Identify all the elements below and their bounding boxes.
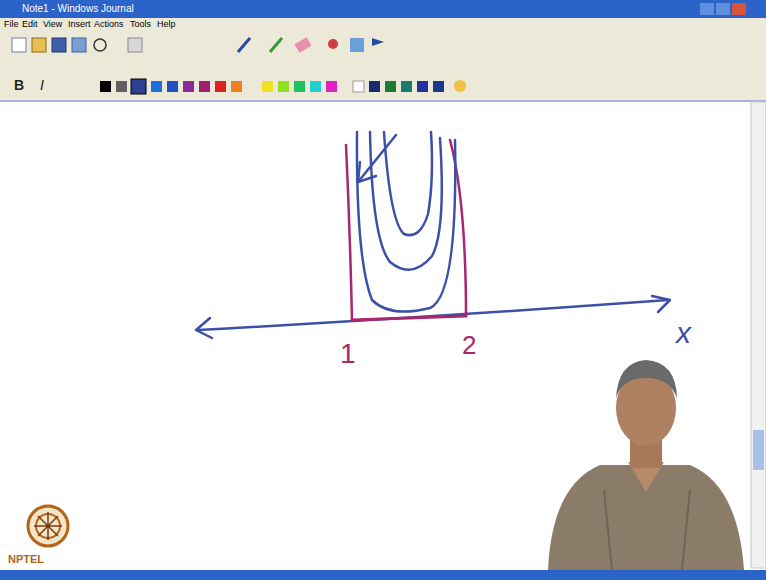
bold-button: B: [14, 78, 24, 92]
menu-item: Tools: [130, 20, 151, 29]
scrollbar: [751, 102, 766, 568]
window-title: Note1 - Windows Journal: [22, 4, 134, 14]
wave-curve: [357, 132, 455, 312]
color-palette: [100, 79, 466, 94]
window-button: [700, 3, 714, 15]
logo-text: NPTEL: [8, 554, 44, 565]
well-drawing: [196, 132, 670, 338]
arrow-head: [652, 296, 670, 312]
logo: [28, 506, 68, 546]
wave-curve: [384, 132, 432, 235]
pointer-arrow: [358, 135, 396, 182]
task-bar: [0, 570, 766, 580]
italic-button: I: [40, 78, 44, 92]
arrow-head: [196, 318, 212, 338]
toolbar: [0, 32, 766, 100]
well-wall: [346, 145, 352, 320]
window-button: [732, 3, 746, 15]
axis-label: x: [676, 318, 691, 348]
menu-bar: [0, 18, 766, 32]
toolbar-icons: [12, 37, 384, 53]
well-floor: [352, 316, 466, 320]
separator: [0, 100, 766, 102]
menu-item: Actions: [94, 20, 124, 29]
menu-item: View: [43, 20, 62, 29]
menu-item: Insert: [68, 20, 91, 29]
x-axis: [198, 300, 668, 330]
presenter: [548, 360, 744, 570]
window-button: [716, 3, 730, 15]
title-bar: [0, 0, 766, 18]
scroll-thumb: [753, 430, 764, 470]
menu-item: File: [4, 20, 19, 29]
axis-mark: 1: [340, 340, 356, 368]
menu-item: Edit: [22, 20, 38, 29]
axis-mark: 2: [462, 332, 476, 358]
menu-item: Help: [157, 20, 176, 29]
arrow-head: [358, 162, 376, 182]
